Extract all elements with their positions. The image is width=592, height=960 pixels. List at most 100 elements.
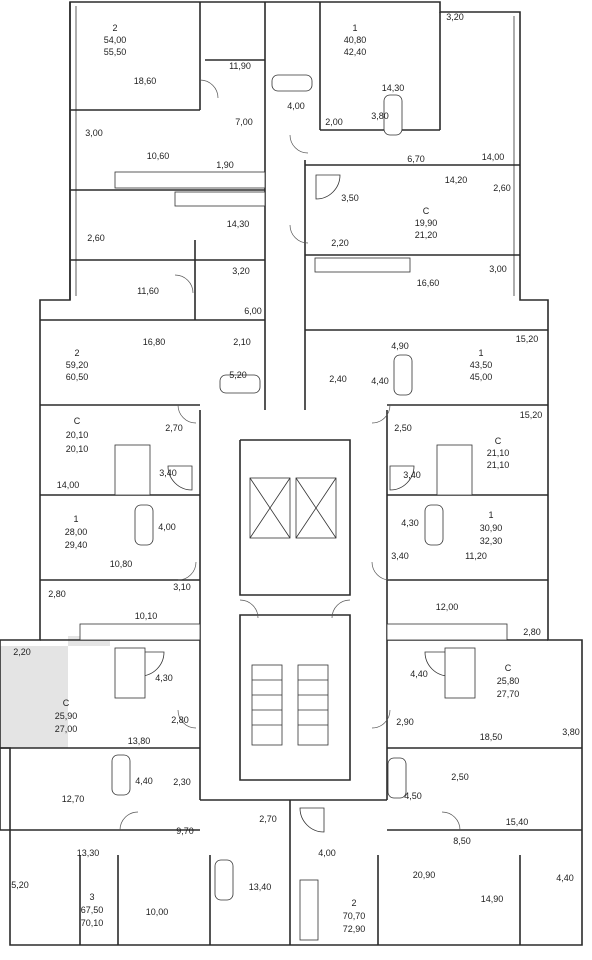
room-area-label: 8,50 [453, 836, 471, 846]
apartment-area: 20,10 [66, 430, 89, 440]
room-area-label: 4,00 [318, 848, 336, 858]
apartment-rooms: 1 [352, 23, 357, 33]
room-area-label: 13,80 [128, 736, 151, 746]
apartment-rooms: 1 [488, 510, 493, 520]
room-area-label: 2,80 [523, 627, 541, 637]
room-area-label: 4,30 [155, 673, 173, 683]
room-area-label: 4,00 [158, 522, 176, 532]
room-area-label: 18,50 [480, 732, 503, 742]
room-area-label: 5,20 [229, 370, 247, 380]
apartment-area: 25,90 [55, 711, 78, 721]
room-area-label: 2,60 [87, 233, 105, 243]
apartment-label: 1 28,00 29,40 [65, 514, 88, 550]
room-area-label: 3,40 [159, 468, 177, 478]
apartment-area: 70,70 [343, 911, 366, 921]
apartment-total-area: 70,10 [81, 918, 104, 928]
apartment-total-area: 72,90 [343, 924, 366, 934]
apartment-total-area: 20,10 [66, 444, 89, 454]
apartment-label: 1 30,90 32,30 [480, 510, 503, 546]
apartment-rooms: С [505, 663, 512, 673]
apartment-total-area: 21,10 [487, 460, 510, 470]
apartment-area: 67,50 [81, 905, 104, 915]
room-area-label: 16,80 [143, 337, 166, 347]
room-area-label: 2,70 [259, 814, 277, 824]
room-area-label: 15,20 [516, 334, 539, 344]
room-area-label: 2,10 [233, 337, 251, 347]
room-area-label: 2,30 [173, 777, 191, 787]
room-area-label: 4,90 [391, 341, 409, 351]
apartment-label: 2 70,70 72,90 [343, 898, 366, 934]
room-area-label: 14,00 [57, 480, 80, 490]
room-area-label: 3,80 [371, 111, 389, 121]
room-area-label: 11,20 [465, 551, 487, 561]
room-area-label: 3,80 [562, 727, 580, 737]
apartment-label-highlighted: С 25,90 27,00 [55, 698, 78, 734]
room-area-label: 2,40 [329, 374, 347, 384]
apartment-total-area: 55,50 [104, 47, 127, 57]
room-area-label: 2,20 [331, 238, 349, 248]
room-area-label: 11,90 [229, 61, 251, 71]
room-area-label: 3,50 [341, 193, 359, 203]
apartment-area: 59,20 [66, 360, 89, 370]
room-area-label: 1,90 [216, 160, 234, 170]
apartment-rooms: 1 [73, 514, 78, 524]
room-area-label: 4,40 [371, 376, 389, 386]
apartment-total-area: 32,30 [480, 536, 503, 546]
room-area-label: 2,80 [171, 715, 189, 725]
room-area-label: 4,50 [404, 791, 422, 801]
room-area-label: 7,00 [235, 117, 253, 127]
apartment-label: С 25,80 27,70 [497, 663, 520, 699]
room-area-label: 2,90 [396, 717, 414, 727]
apartment-rooms: С [63, 698, 70, 708]
room-area-label: 3,20 [232, 266, 250, 276]
room-area-label: 2,00 [325, 117, 343, 127]
room-area-label: 11,60 [137, 286, 159, 296]
room-area-label: 20,90 [413, 870, 436, 880]
room-area-label: 3,10 [173, 582, 191, 592]
room-area-label: 2,50 [451, 772, 469, 782]
room-area-label: 3,00 [489, 264, 507, 274]
room-area-label: 6,70 [407, 154, 425, 164]
room-area-label: 2,60 [493, 183, 511, 193]
apartment-total-area: 27,00 [55, 724, 78, 734]
room-area-label: 12,70 [62, 794, 85, 804]
room-area-label: 15,20 [520, 410, 543, 420]
apartment-label: 1 43,50 45,00 [470, 348, 493, 382]
room-area-label: 4,40 [556, 873, 574, 883]
outer-walls [0, 1, 583, 946]
apartment-rooms: С [495, 436, 502, 446]
room-area-label: 10,00 [146, 907, 169, 917]
room-area-label: 10,10 [135, 611, 158, 621]
room-area-label: 6,00 [244, 306, 262, 316]
room-area-label: 10,80 [110, 559, 133, 569]
room-area-label: 14,00 [482, 152, 505, 162]
room-area-label: 10,60 [147, 151, 170, 161]
apartment-total-area: 27,70 [497, 689, 520, 699]
room-area-label: 2,50 [394, 423, 412, 433]
room-area-label: 2,20 [13, 647, 31, 657]
door-swings [119, 79, 461, 831]
room-area-labels: 3,20 18,60 11,90 7,00 4,00 2,00 14,30 3,… [11, 12, 580, 917]
room-area-label: 4,40 [135, 776, 153, 786]
apartment-label: С 21,10 21,10 [487, 436, 510, 470]
room-area-label: 3,20 [446, 12, 464, 22]
apartment-rooms: 3 [89, 892, 94, 902]
room-area-label: 14,20 [445, 175, 468, 185]
room-area-label: 4,00 [287, 101, 305, 111]
apartment-label: 1 40,80 42,40 [344, 23, 367, 57]
apartment-area: 54,00 [104, 35, 127, 45]
room-area-label: 4,30 [401, 518, 419, 528]
apartment-rooms: С [423, 206, 430, 216]
room-area-label: 5,20 [11, 880, 29, 890]
room-area-label: 14,30 [227, 219, 250, 229]
room-area-label: 14,30 [382, 83, 405, 93]
apartment-label: 3 67,50 70,10 [81, 892, 104, 928]
room-area-label: 18,60 [134, 76, 157, 86]
apartment-area: 40,80 [344, 35, 367, 45]
room-area-label: 15,40 [506, 817, 529, 827]
room-area-label: 16,60 [417, 278, 440, 288]
apartment-label: С 20,10 20,10 [66, 416, 89, 454]
room-area-label: 2,70 [165, 423, 183, 433]
apartment-total-area: 29,40 [65, 540, 88, 550]
